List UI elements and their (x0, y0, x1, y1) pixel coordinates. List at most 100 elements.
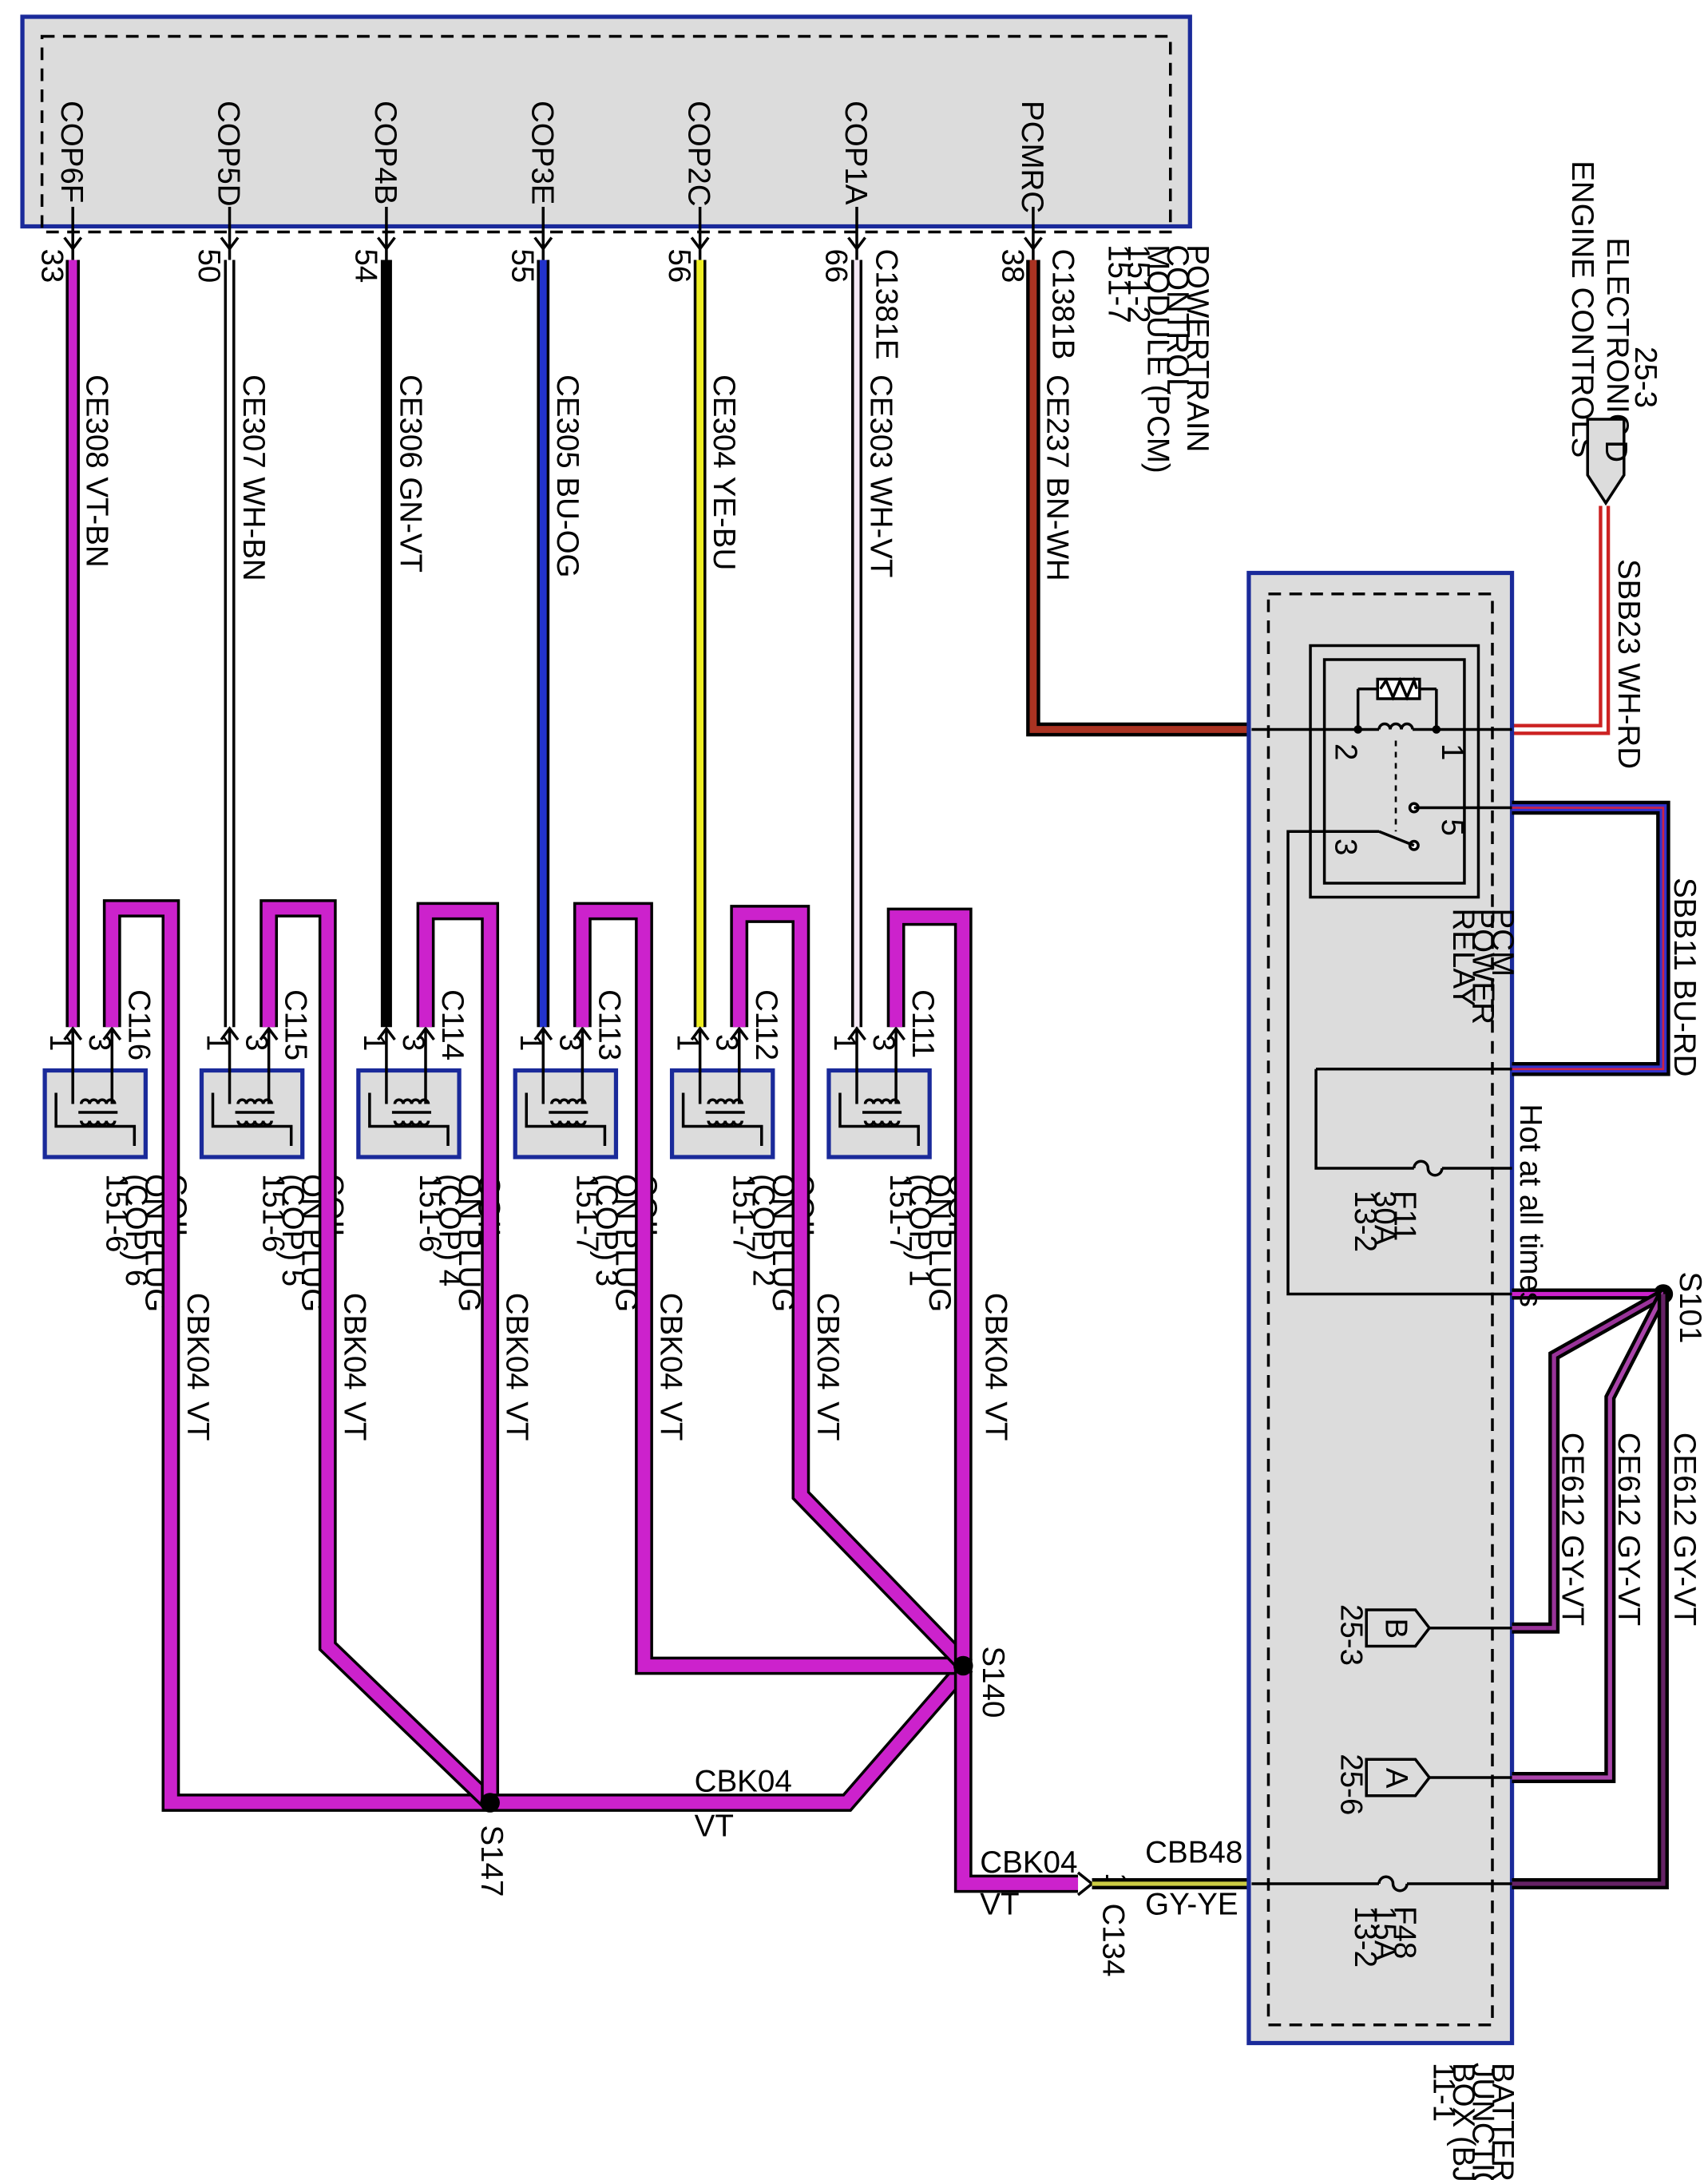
ground-circuit-label-s147: CBK04 (695, 1765, 792, 1799)
coil-secondary-icon (236, 1120, 273, 1127)
fuse-f48-text-2: 13-2 (1348, 1906, 1382, 1968)
coil-connector-c111: C111 (906, 989, 940, 1058)
bjb-title-1: JUNCTION (1465, 2063, 1500, 2180)
ground-coil6 (105, 902, 490, 1809)
coil-box (199, 1068, 305, 1159)
label-ce237: CE237 BN-WH (1040, 375, 1074, 581)
pcm-pin-cop5d: COP5D (212, 101, 246, 207)
ground-labels: CBK04VTCBK04VTCBK04VTCBK04VTCBK04VTCBK04… (180, 1271, 1707, 1921)
ground-color-label-5: VT (978, 1401, 1013, 1441)
coil-winding-lead (838, 1092, 920, 1146)
relay-in-3 (1286, 830, 1512, 1296)
relay-title-1: POWER (1465, 909, 1500, 1025)
coil-text-3: 151-7 (569, 1174, 604, 1252)
ground-circuit-label-0: CBK04 (180, 1293, 215, 1390)
label-sbb11: SBB11 BU-RD (1667, 878, 1702, 1076)
coil-connector-c116: C116 (121, 989, 156, 1060)
ground-coil2 (732, 907, 971, 1671)
pcm-title: POWERTRAIN CONTROL MODULE (PCM) 151-2 15… (1102, 244, 1215, 473)
coil-pin-terminal-0 (533, 1026, 553, 1041)
engine-controls-label: 25-3 (1628, 347, 1662, 408)
relay-pin-5: 5 (1435, 819, 1469, 836)
bjb-title-0: BATTERY (1485, 2063, 1520, 2180)
coil-secondary-icon (79, 1120, 117, 1127)
label-ce305: CE305 BU-OG (550, 375, 585, 577)
wire-ce612-a (1512, 1293, 1666, 1780)
pcm-title-4: 151-2 (1121, 244, 1155, 323)
pcm-pin-number-0: 33 (35, 249, 69, 283)
coil-text-2: (COP) 4 (433, 1174, 467, 1286)
pcm-pin-cop3e: COP3E (525, 101, 559, 204)
coil-text-3: 151-7 (883, 1174, 917, 1252)
coil-text-1: ON PLUG (922, 1174, 957, 1312)
coil-text-3: 151-6 (256, 1174, 291, 1252)
fuse-f11-symbol (1413, 1159, 1444, 1177)
label-ce303: CE303 WH-VT (864, 375, 898, 577)
fuse-f11-text-1: 30A (1368, 1191, 1402, 1246)
pcm-pin-cop2c: COP2C (682, 101, 716, 207)
coil-pin-terminal-0 (847, 1026, 866, 1041)
f11-line-left (1314, 1068, 1414, 1170)
splice-s140-label: S140 (976, 1647, 1010, 1718)
c134-connector (1076, 1871, 1095, 1897)
coil-box (42, 1068, 148, 1159)
coil-pin-terminal-1 (416, 1026, 435, 1041)
coil-winding-lead (368, 1092, 450, 1146)
connector-b-ref: 25-3 (1334, 1604, 1369, 1666)
coil-pin-terminal-1 (729, 1026, 749, 1041)
coil-pin-terminal-0 (220, 1026, 240, 1041)
coil-pin-terminal-1 (102, 1026, 122, 1041)
connector-a-ref: 25-6 (1334, 1754, 1369, 1815)
label-ce306: CE306 GN-VT (393, 375, 427, 573)
coil-text-2: (COP) 1 (903, 1174, 937, 1286)
label-ce612-3: CE612 GY-VT (1667, 1433, 1702, 1626)
ground-circuit-label-3: CBK04 (654, 1293, 688, 1390)
relay-title-0: PCM (1485, 909, 1520, 977)
ground-color-label-1: VT (337, 1401, 371, 1441)
ground-coil5 (262, 902, 495, 1808)
wire-ce237 (1029, 260, 1252, 733)
relay-node-2 (1353, 725, 1362, 734)
relay-node-1 (1432, 725, 1441, 734)
relay-pin-2: 2 (1329, 743, 1363, 760)
pcm-pin-number-5: 66 (818, 249, 853, 283)
coil-text-1: ON PLUG (452, 1174, 486, 1312)
coil-secondary-icon (393, 1120, 430, 1127)
ground-coil1 (890, 910, 970, 1666)
gy-ye-label: GY-YE (1145, 1888, 1238, 1922)
connector-c1381e: C1381E (870, 249, 904, 360)
coil-pin-1-label: 1 (671, 1034, 705, 1051)
engine-controls-text: ELECTRONIC ENGINE CONTROLS (1565, 161, 1635, 458)
relay-title-2: RELAY (1446, 909, 1480, 1007)
coil-text-2: (COP) 5 (275, 1174, 310, 1286)
relay-coil (1251, 676, 1512, 1296)
coil-pin-terminal-1 (573, 1026, 592, 1041)
coil-pin-3-label: 3 (396, 1034, 430, 1051)
pcm-title-5: 151-7 (1102, 244, 1136, 323)
connector-b (1365, 1608, 1432, 1648)
coil-text-2: (COP) 2 (746, 1174, 780, 1286)
label-ce308: CE308 VT-BN (80, 375, 114, 568)
fuse-f48-symbol (1377, 1875, 1409, 1893)
bjb-box (1246, 570, 1515, 2046)
engine-controls-line1: ELECTRONIC (1600, 238, 1635, 436)
pcm-title-3: MODULE (PCM) (1141, 244, 1175, 473)
relay-outer (1309, 644, 1480, 899)
coil-pin-3-label: 3 (866, 1034, 901, 1051)
coil-secondary-icon (863, 1120, 901, 1127)
pcm-pin-pcmrc: PCMRC (1015, 101, 1049, 213)
coil-text-2: (COP) 6 (119, 1174, 153, 1286)
ground-coil4 (419, 905, 497, 1803)
splice-s140 (953, 1655, 973, 1676)
ground-s140-c134 (957, 1666, 1079, 1890)
pcm-pin-number-2: 54 (348, 249, 382, 283)
connector-d-label: D (1599, 440, 1633, 462)
fuse-f48-text-1: 15A (1368, 1906, 1402, 1961)
wire-ce612-f48 (1512, 1294, 1666, 1886)
label-ce612-1: CE612 GY-VT (1555, 1433, 1590, 1626)
